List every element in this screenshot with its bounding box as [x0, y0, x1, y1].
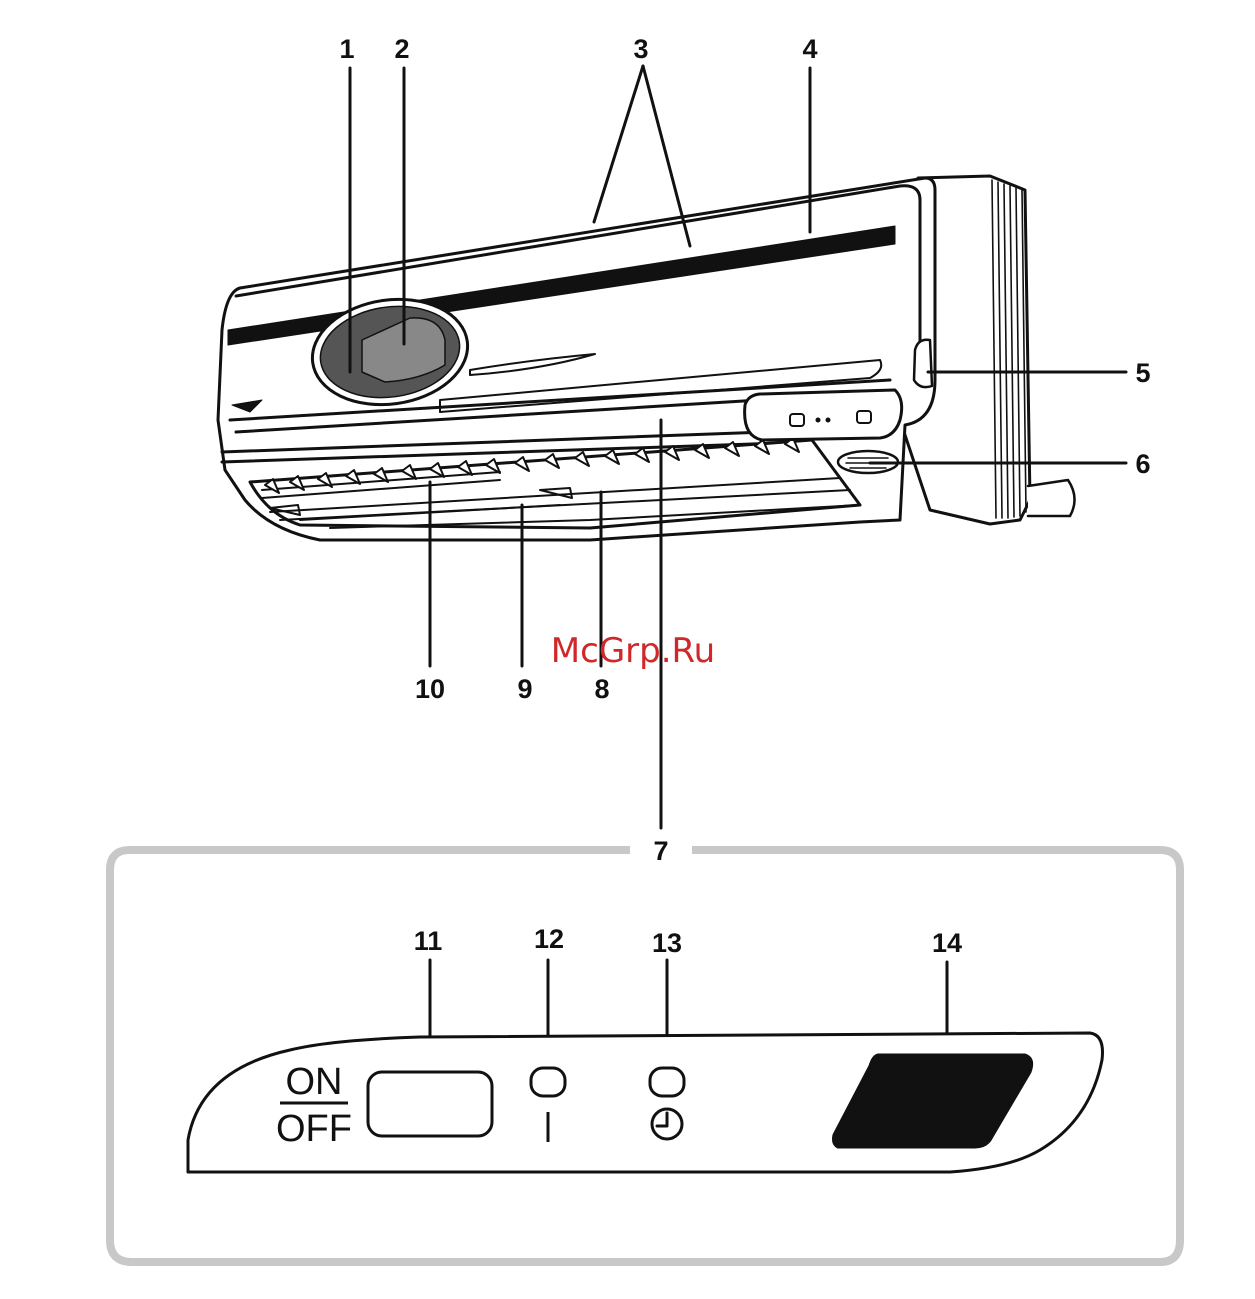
callout-4: 4 — [802, 34, 817, 64]
callout-10: 10 — [415, 674, 445, 704]
callout-11: 11 — [414, 926, 443, 956]
callout-6: 6 — [1135, 449, 1150, 479]
operation-panel: ON OFF — [188, 1033, 1103, 1172]
callout-8: 8 — [594, 674, 609, 704]
indoor-unit — [218, 176, 1075, 540]
callout-2: 2 — [394, 34, 409, 64]
operation-lamp — [531, 1068, 565, 1096]
receiver-window — [914, 340, 932, 387]
operation-panel-small — [745, 390, 902, 440]
on-label: ON — [286, 1061, 343, 1103]
callout-5: 5 — [1135, 358, 1150, 388]
clock-icon — [652, 1109, 682, 1139]
callout-3: 3 — [633, 34, 648, 64]
timer-lamp — [650, 1068, 684, 1096]
callout-9: 9 — [517, 674, 532, 704]
callout-12: 12 — [534, 924, 564, 954]
pipe — [1028, 480, 1075, 516]
callout-14: 14 — [932, 928, 962, 958]
on-off-button[interactable] — [368, 1072, 492, 1136]
off-label: OFF — [276, 1108, 352, 1150]
callout-13: 13 — [652, 928, 682, 958]
callout-7: 7 — [653, 836, 668, 866]
callout-1: 1 — [339, 34, 354, 64]
watermark: McGrp.Ru — [551, 631, 715, 671]
